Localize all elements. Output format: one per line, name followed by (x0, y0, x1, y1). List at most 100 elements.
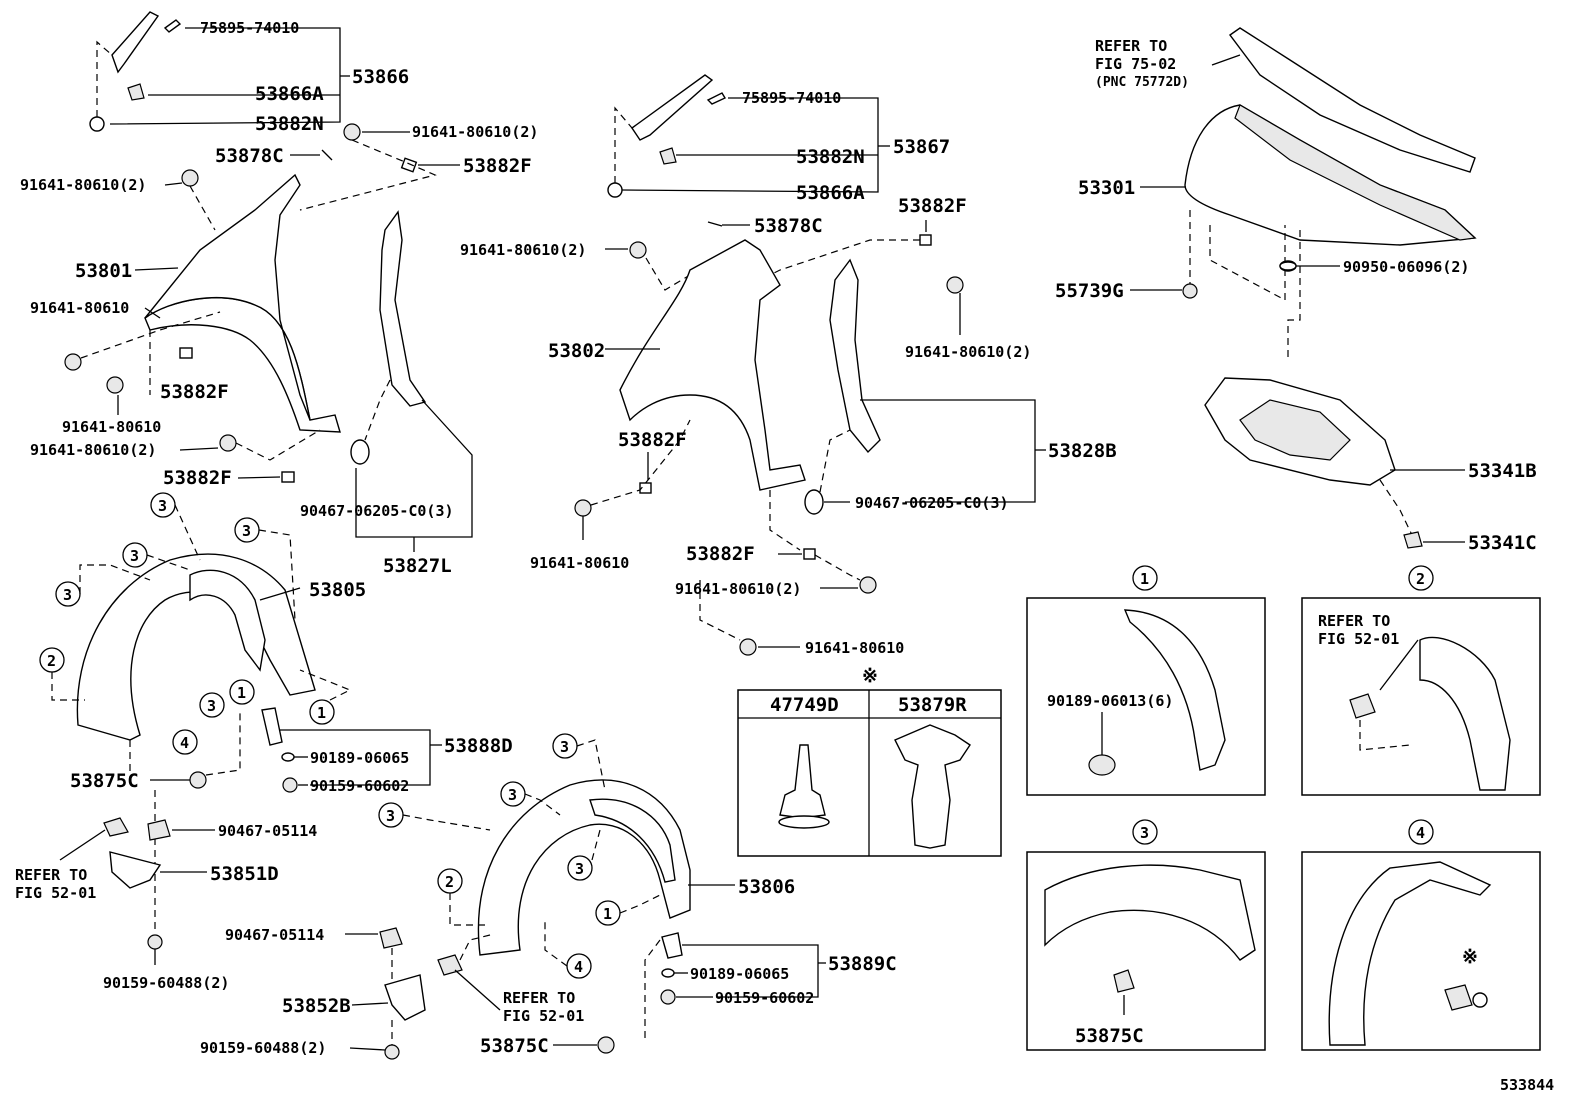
bracket-53889C (661, 932, 683, 959)
label-91641-80610-2-a: 91641-80610(2) (412, 123, 538, 141)
label-91641-80610-d: 91641-80610 (805, 639, 904, 657)
label-53341B: 53341B (1468, 460, 1537, 482)
label-53827L: 53827L (383, 555, 452, 577)
label-53851D: 53851D (210, 863, 279, 885)
label-90467-05114-a: 90467-05114 (218, 822, 317, 840)
callout-3-e-text: 3 (207, 697, 216, 715)
bolt-91641-mid (64, 353, 82, 371)
bracket-53852B (384, 974, 426, 1021)
bolt-91641-left-top (181, 169, 199, 187)
label-91641-80610-b: 91641-80610 (62, 418, 161, 436)
clip-53879R-drawing (894, 724, 971, 849)
left-liner-group: 53805 3 3 3 3 2 1 3 1 4 90189-06065 9015… (15, 492, 513, 992)
label-91641-80610-a: 91641-80610 (30, 299, 129, 317)
label-75895-74010-a: 75895-74010 (200, 19, 299, 37)
label-53806: 53806 (738, 876, 795, 898)
clip-53882N-left (89, 116, 105, 132)
label-53341C: 53341C (1468, 532, 1537, 554)
clip-53882N-right (607, 182, 623, 198)
fender-molding-right (631, 74, 714, 141)
bracket-53851D (109, 851, 162, 889)
clip-refer-a (103, 817, 129, 837)
hood-insulator-detail (1239, 399, 1351, 461)
label-90467-05114-b: 90467-05114 (225, 926, 324, 944)
clip-refer-b (437, 954, 463, 976)
callout-3-e (199, 692, 225, 718)
label-53802: 53802 (548, 340, 605, 362)
detail-1-frame (1026, 597, 1266, 796)
label-90467-06205-C0-b: 90467-06205-C0(3) (855, 494, 1009, 512)
label-53875C-a: 53875C (70, 770, 139, 792)
front-fender-left (144, 297, 341, 433)
label-53882F-f: 53882F (686, 543, 755, 565)
callout-3-g-text: 3 (508, 786, 517, 804)
detail-1-liner (1123, 609, 1226, 771)
clip-47749D-drawing (779, 744, 826, 819)
cushion-55739G (1182, 283, 1198, 299)
note-mark-detail: ※ (1462, 946, 1478, 968)
label-47749D: 47749D (770, 694, 839, 716)
label-refer-52-01-b-1: REFER TO (503, 989, 575, 1007)
callout-3-b-text: 3 (242, 522, 251, 540)
detail-3-frame (1026, 851, 1266, 1051)
callout-4-a (172, 729, 198, 755)
bolt-91641-upper (343, 123, 361, 141)
label-90950-06096: 90950-06096(2) (1343, 258, 1469, 276)
bolt-90159-60602-a (282, 777, 298, 793)
callout-1-b-text: 1 (317, 704, 326, 722)
nut-53882F-right-low (803, 548, 816, 560)
label-53866A: 53866A (255, 83, 324, 105)
callout-2-b-text: 2 (445, 873, 454, 891)
clip-53875C-b (597, 1036, 615, 1054)
nut-53882F-upper (400, 157, 418, 173)
detail-3-callout (1132, 819, 1158, 845)
label-53879R: 53879R (898, 694, 967, 716)
label-refer-75-02-2: FIG 75-02 (1095, 55, 1176, 73)
label-refer-52-01-a-1: REFER TO (15, 866, 87, 884)
plug-90950-06096-low (1279, 261, 1297, 271)
detail-1-screw (1088, 754, 1116, 776)
callout-4-a-text: 4 (180, 734, 189, 752)
label-53805: 53805 (309, 579, 366, 601)
wheel-liner-53805-inner (189, 569, 266, 672)
label-refer-52-01-c-2: FIG 52-01 (1318, 630, 1399, 648)
bolt-90159-60602-b (660, 989, 676, 1005)
bolt-91641-right-bottom (739, 638, 757, 656)
label-refer-52-01-c-1: REFER TO (1318, 612, 1390, 630)
molding-seal-right (706, 92, 727, 105)
bolt-90159-60488-b (384, 1044, 400, 1060)
molding-clip-right (659, 147, 677, 165)
detail-2-clip (1349, 693, 1376, 719)
clip-90467-05114-a (147, 819, 171, 841)
label-refer-75-02-3: (PNC 75772D) (1095, 75, 1189, 90)
bolt-91641-bottom (219, 434, 237, 452)
callout-3-c-text: 3 (130, 547, 139, 565)
label-90189-06065-b: 90189-06065 (690, 965, 789, 983)
label-53889C: 53889C (828, 953, 897, 975)
screw-90189-06065-b (661, 968, 675, 978)
bolt-91641-right-top (946, 276, 964, 294)
label-53801: 53801 (75, 260, 132, 282)
clip-53341C (1403, 531, 1423, 549)
label-53882N-b: 53882N (796, 146, 865, 168)
detail-3-liner (1044, 864, 1256, 961)
callout-3-i-text: 3 (575, 860, 584, 878)
nut-53882F-mid (179, 347, 193, 359)
clip-90467-06205-right (804, 489, 824, 515)
right-liner-group: 53806 3 3 3 3 2 1 4 90467-05114 53852B 9… (200, 733, 897, 1060)
label-91641-80610-2-c: 91641-80610(2) (30, 441, 156, 459)
label-53867: 53867 (893, 136, 950, 158)
label-90159-60488-b: 90159-60488(2) (200, 1039, 326, 1057)
left-fender-group: 75895-74010 53866 53866A 53882N 91641-80… (20, 11, 538, 577)
label-91641-80610-2-e: 91641-80610(2) (460, 241, 586, 259)
label-91641-80610-c: 91641-80610 (530, 554, 629, 572)
detail-2-callout-text: 2 (1416, 570, 1425, 588)
label-55739G: 55739G (1055, 280, 1124, 302)
detail-4-clip (1444, 984, 1473, 1011)
hood-inner-edge (1234, 104, 1477, 241)
detail-4-clip-head (1472, 992, 1488, 1008)
callout-1-a (229, 679, 255, 705)
detail-boxes: 1 90189-06013(6) 2 REFER TO FIG 52-01 3 … (1026, 565, 1541, 1051)
label-53852B: 53852B (282, 995, 351, 1017)
callout-1-a-text: 1 (237, 684, 246, 702)
